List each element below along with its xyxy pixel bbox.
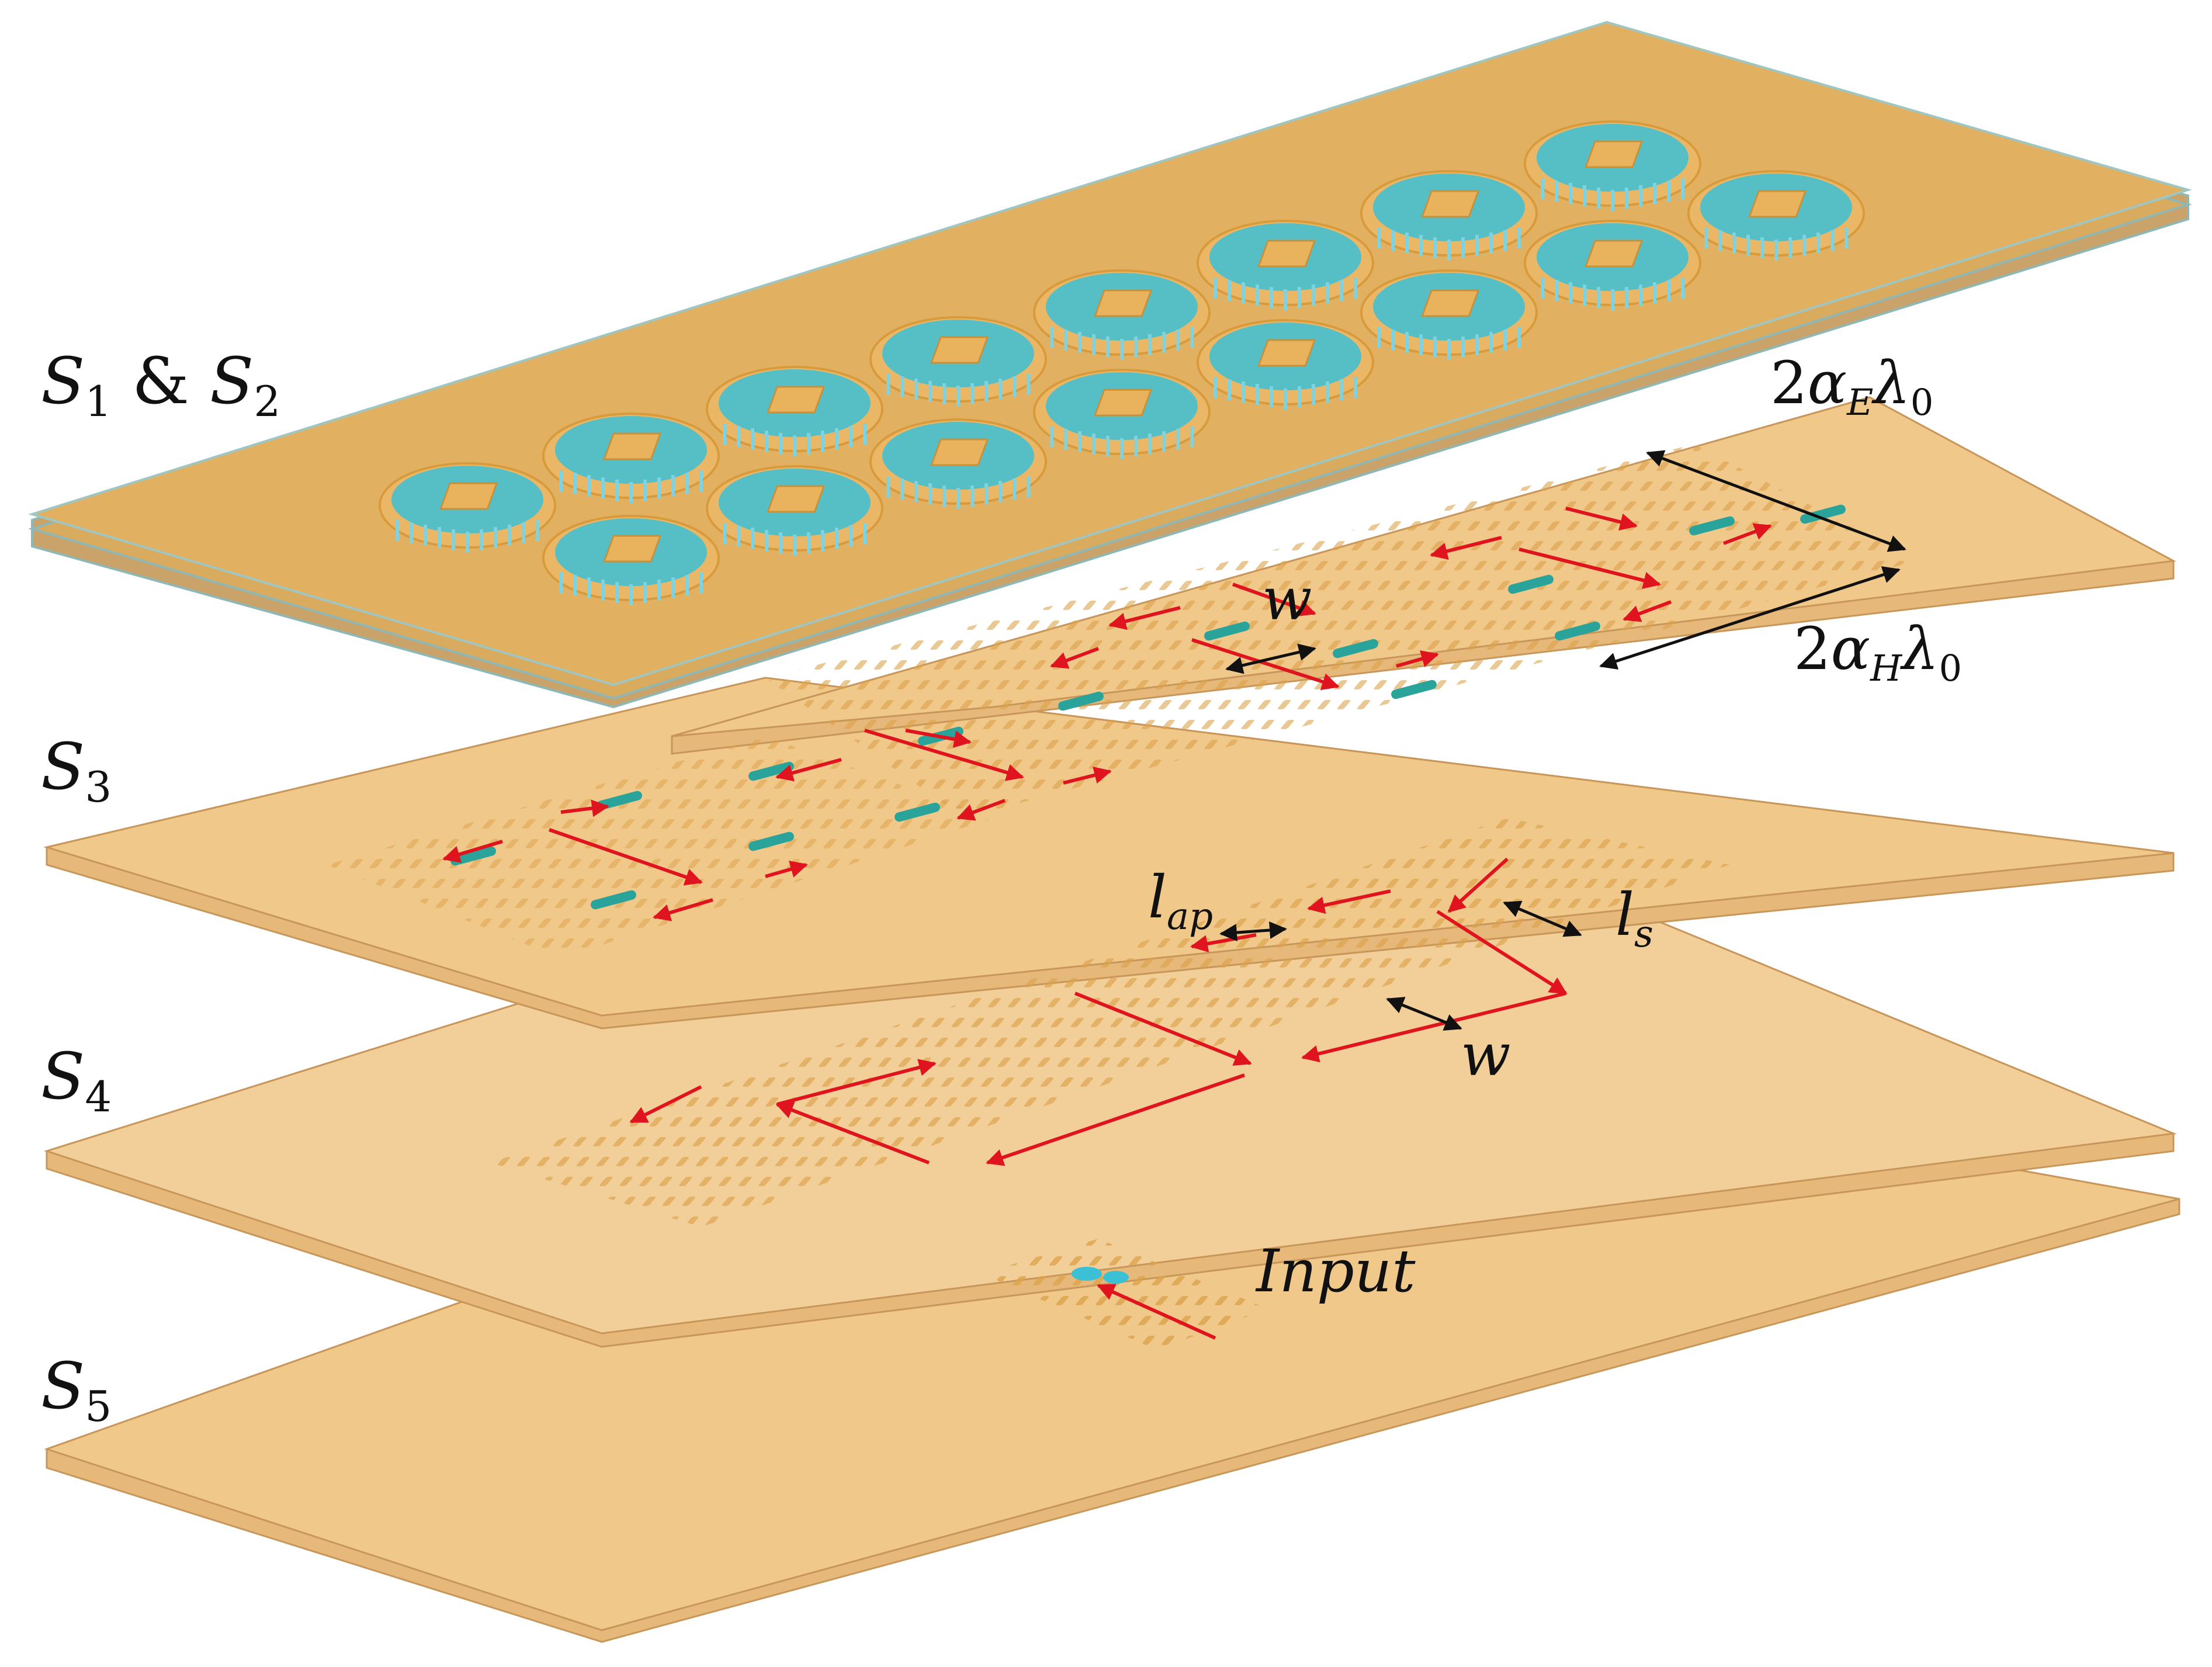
cavity-cell	[1033, 269, 1211, 360]
cavity-cell	[869, 418, 1047, 509]
current-arrow	[775, 1101, 930, 1165]
svg-text:2αEλ0: 2αEλ0	[1770, 349, 1933, 424]
cavity-cell	[706, 465, 883, 556]
cavity-cell	[869, 316, 1047, 407]
label-alpha-h: 2αHλ0	[1794, 615, 1962, 689]
current-arrow	[1565, 507, 1638, 531]
cavity-cell	[1524, 120, 1701, 211]
current-arrow	[776, 1059, 937, 1106]
dimension-arrows	[1219, 450, 1906, 1031]
cavity-cell	[542, 515, 720, 605]
label-s3: S3	[41, 729, 112, 812]
svg-text:w: w	[1461, 1021, 1511, 1089]
current-arrow	[1108, 606, 1181, 630]
current-arrow	[986, 1073, 1245, 1166]
current-arrow	[1063, 766, 1112, 785]
current-arrow	[1050, 647, 1100, 669]
label-s1-s2: S1 & S2	[41, 344, 280, 426]
svg-text:S4: S4	[41, 1039, 112, 1121]
svg-text:S3: S3	[41, 729, 112, 812]
label-w-upper: w	[1262, 565, 1312, 633]
cavity-cell	[706, 366, 883, 456]
label-input: Input	[1255, 1237, 1416, 1305]
label-l-ap: lap	[1148, 863, 1213, 938]
cavity-cell	[1033, 369, 1211, 459]
current-arrow	[1307, 889, 1391, 914]
label-w-lower: w	[1461, 1021, 1511, 1089]
svg-text:S5: S5	[41, 1349, 112, 1431]
current-arrow	[549, 828, 703, 886]
cavity-cell	[1197, 319, 1374, 410]
current-arrow	[765, 860, 808, 878]
current-arrow	[775, 758, 842, 782]
current-flow-arrows	[442, 507, 1772, 1340]
dim-ls-arrow	[1503, 900, 1582, 937]
dim-alpha-h-arrow	[1599, 566, 1901, 670]
svg-text:lap: lap	[1148, 863, 1213, 938]
current-arrow	[864, 729, 1024, 781]
cavity-cell	[1197, 220, 1374, 310]
current-arrow	[560, 799, 609, 817]
svg-text:ls: ls	[1615, 881, 1653, 956]
current-arrow	[629, 1085, 702, 1124]
current-arrow	[1074, 992, 1252, 1066]
current-arrow	[956, 799, 1006, 821]
dim-lap-arrow	[1219, 921, 1287, 942]
label-s5: S5	[41, 1349, 112, 1431]
svg-text:2αHλ0: 2αHλ0	[1794, 615, 1962, 689]
slot	[1508, 574, 1554, 594]
current-arrow	[1097, 1284, 1216, 1340]
feed-network-upper	[327, 444, 1916, 958]
slot	[450, 846, 496, 866]
svg-text:w: w	[1262, 565, 1312, 633]
slot	[748, 831, 794, 851]
label-s4: S4	[41, 1039, 112, 1121]
current-arrow	[1447, 857, 1509, 913]
label-l-s: ls	[1615, 881, 1653, 956]
dim-w-upper-arrow	[1225, 643, 1316, 674]
cavity-cell-array	[379, 120, 1865, 605]
current-arrow	[1430, 536, 1502, 560]
cavity-cell	[1360, 269, 1538, 360]
current-arrow	[653, 898, 713, 921]
svg-text:Input: Input	[1255, 1237, 1416, 1305]
cavity-cell	[1360, 170, 1538, 261]
current-arrow	[905, 729, 972, 748]
svg-text:S1 & S2: S1 & S2	[41, 344, 280, 426]
input-port-block	[982, 1239, 1268, 1350]
dim-w-lower-arrow	[1386, 997, 1462, 1031]
cavity-cell	[542, 413, 720, 503]
slot	[1391, 680, 1437, 699]
current-arrow	[1396, 650, 1439, 668]
current-arrow	[1232, 583, 1316, 617]
cavity-cell	[1524, 220, 1701, 310]
cavity-cell	[1687, 170, 1865, 261]
current-arrow	[442, 840, 503, 863]
cavity-cell	[379, 462, 556, 553]
slot	[1204, 621, 1250, 641]
current-arrow	[1436, 910, 1568, 995]
slot	[591, 890, 636, 910]
slot	[894, 802, 940, 822]
feed-network-s4	[491, 818, 1729, 1227]
slot	[1333, 639, 1378, 659]
dim-alpha-e-arrow	[1646, 450, 1906, 552]
label-alpha-e: 2αEλ0	[1770, 349, 1933, 424]
slot	[1058, 691, 1104, 711]
slot	[1555, 621, 1600, 641]
